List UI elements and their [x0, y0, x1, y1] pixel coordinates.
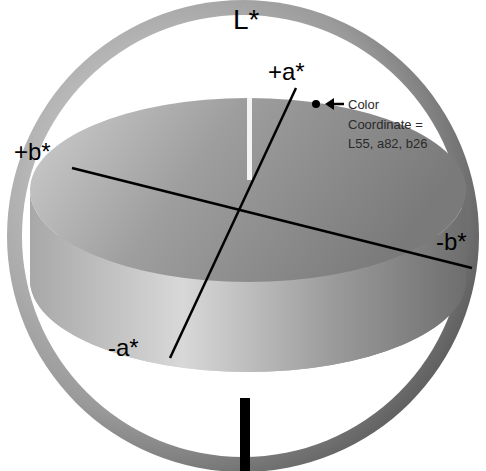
- b-axis-label: -b*: [436, 230, 467, 254]
- a-axis-label: -a*: [108, 336, 139, 360]
- l-axis-label: L*: [233, 6, 259, 34]
- color-point: [312, 100, 320, 108]
- l-axis-highlight: [247, 98, 252, 180]
- b-axis: [72, 168, 472, 268]
- l-axis-stem: [240, 398, 250, 471]
- a-axis-label: +a*: [268, 60, 305, 84]
- pointer-arrow-head: [325, 98, 334, 110]
- sphere-shell: [7, 0, 479, 471]
- callout-note: Color Coordinate = L55, a82, b26: [348, 95, 440, 154]
- a-axis: [170, 88, 296, 358]
- b-axis-label: +b*: [14, 140, 51, 164]
